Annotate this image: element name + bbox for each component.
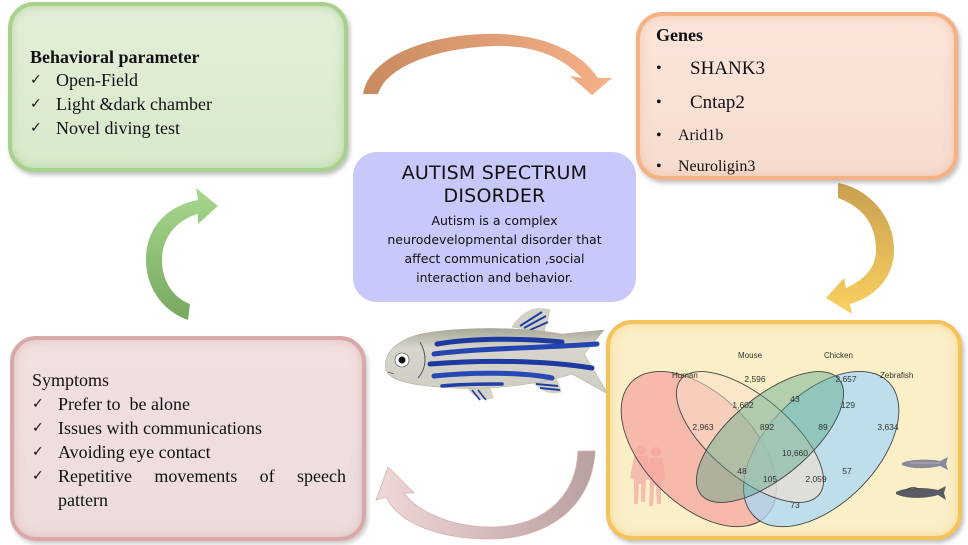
venn-value: 57: [842, 466, 852, 476]
item-text: pattern: [58, 490, 108, 510]
gene-name: SHANK3: [690, 58, 765, 79]
venn-value: 89: [818, 422, 828, 432]
checkmark-icon: ✓: [30, 72, 42, 88]
venn-value: 48: [737, 466, 747, 476]
bullet-icon: •: [656, 158, 662, 175]
item-text: Prefer to be alone: [58, 394, 190, 414]
list-item: ✓ Issues with communications: [32, 416, 346, 440]
small-zebrafish-icon: [902, 457, 948, 470]
gene-name: Arid1b: [678, 127, 724, 144]
checkmark-icon: ✓: [30, 96, 42, 112]
list-item: ✓ Avoiding eye contact: [32, 440, 346, 464]
item-text: Avoiding eye contact: [58, 442, 211, 462]
gene-name: Neuroligin3: [678, 158, 756, 175]
center-title-line2: DISORDER: [443, 185, 546, 207]
item-text: Issues with communications: [58, 418, 262, 438]
desc-line: interaction and behavior.: [416, 270, 573, 285]
venn-value: 2,059: [805, 474, 827, 484]
list-item: • Arid1b: [656, 120, 954, 152]
arrow-right-icon: [826, 183, 894, 314]
venn-value: 1,602: [732, 400, 754, 410]
item-text: Open-Field: [56, 70, 138, 90]
venn-label-chicken: Chicken: [824, 351, 853, 360]
venn-value: 43: [790, 394, 800, 404]
venn-value: 3,634: [877, 422, 899, 432]
genes-box: Genes • SHANK3 • Cntap2 • Arid1b • Neuroligi…: [636, 12, 958, 180]
genes-list: • SHANK3 • Cntap2 • Arid1b • Neuroligin3: [656, 52, 954, 182]
list-item: • SHANK3: [656, 52, 954, 86]
list-item: • Neuroligin3: [656, 152, 954, 182]
list-item: ✓ Repetitive movements of speech: [32, 464, 346, 488]
item-text: Light &dark chamber: [56, 94, 212, 114]
checkmark-icon: ✓: [30, 120, 42, 136]
bullet-icon: •: [656, 94, 662, 111]
center-title-line1: AUTISM SPECTRUM: [401, 162, 588, 184]
behavioral-parameter-box: Behavioral parameter ✓ Open-Field ✓ Light …: [8, 2, 348, 172]
venn-value: 105: [763, 474, 777, 484]
venn-diagram: Human Mouse Chicken Zebrafish 2,963 2,59…: [620, 351, 948, 528]
venn-label-human: Human: [672, 371, 698, 380]
venn-value: 10,660: [782, 448, 808, 458]
behavioral-title: Behavioral parameter: [30, 47, 200, 67]
checkmark-icon: ✓: [32, 420, 44, 436]
autism-definition-box: AUTISM SPECTRUM DISORDER Autism is a com…: [353, 152, 636, 302]
desc-line: neurodevelopmental disorder that: [387, 232, 602, 247]
venn-diagram-box: Human Mouse Chicken Zebrafish 2,963 2,59…: [606, 320, 962, 540]
bullet-icon: •: [656, 60, 662, 77]
venn-value: 129: [841, 400, 855, 410]
checkmark-icon: ✓: [32, 468, 44, 484]
desc-line: Autism is a complex: [431, 213, 558, 228]
venn-value: 2,657: [835, 374, 857, 384]
desc-line: affect communication ,social: [404, 251, 585, 266]
arrow-top-icon: [363, 33, 612, 95]
gene-name: Cntap2: [690, 92, 745, 113]
symptoms-list: ✓ Prefer to be alone ✓ Issues with communi…: [32, 392, 346, 512]
small-zebrafish-icon: [896, 486, 946, 500]
venn-value: 73: [790, 500, 800, 510]
venn-label-mouse: Mouse: [738, 351, 763, 360]
symptoms-title: Symptoms: [32, 370, 110, 390]
item-text: Novel diving test: [56, 118, 180, 138]
venn-value: 2,596: [744, 374, 766, 384]
venn-value: 892: [760, 422, 774, 432]
item-text: Repetitive movements of speech: [58, 466, 346, 486]
list-item: ✓ Light &dark chamber: [30, 92, 344, 116]
venn-value: 2,963: [692, 422, 714, 432]
arrow-bottom-icon: [375, 450, 596, 540]
list-item: • Cntap2: [656, 86, 954, 120]
genes-title: Genes: [656, 25, 703, 45]
checkmark-icon: ✓: [32, 396, 44, 412]
list-item-continuation: pattern: [32, 488, 346, 512]
center-description: Autism is a complex neurodevelopmental d…: [353, 211, 636, 287]
list-item: ✓ Open-Field: [30, 68, 344, 92]
checkmark-icon: ✓: [32, 444, 44, 460]
behavioral-list: ✓ Open-Field ✓ Light &dark chamber ✓ Novel …: [30, 68, 344, 140]
list-item: ✓ Prefer to be alone: [32, 392, 346, 416]
zebrafish-illustration: [385, 308, 609, 401]
venn-set-chicken: [695, 371, 845, 503]
venn-set-mouse: [675, 371, 825, 503]
symptoms-box: Symptoms ✓ Prefer to be alone ✓ Issues wit…: [10, 336, 366, 541]
bullet-icon: •: [656, 127, 662, 144]
list-item: ✓ Novel diving test: [30, 116, 344, 140]
arrow-left-icon: [146, 188, 218, 320]
venn-label-zebrafish: Zebrafish: [880, 371, 913, 380]
